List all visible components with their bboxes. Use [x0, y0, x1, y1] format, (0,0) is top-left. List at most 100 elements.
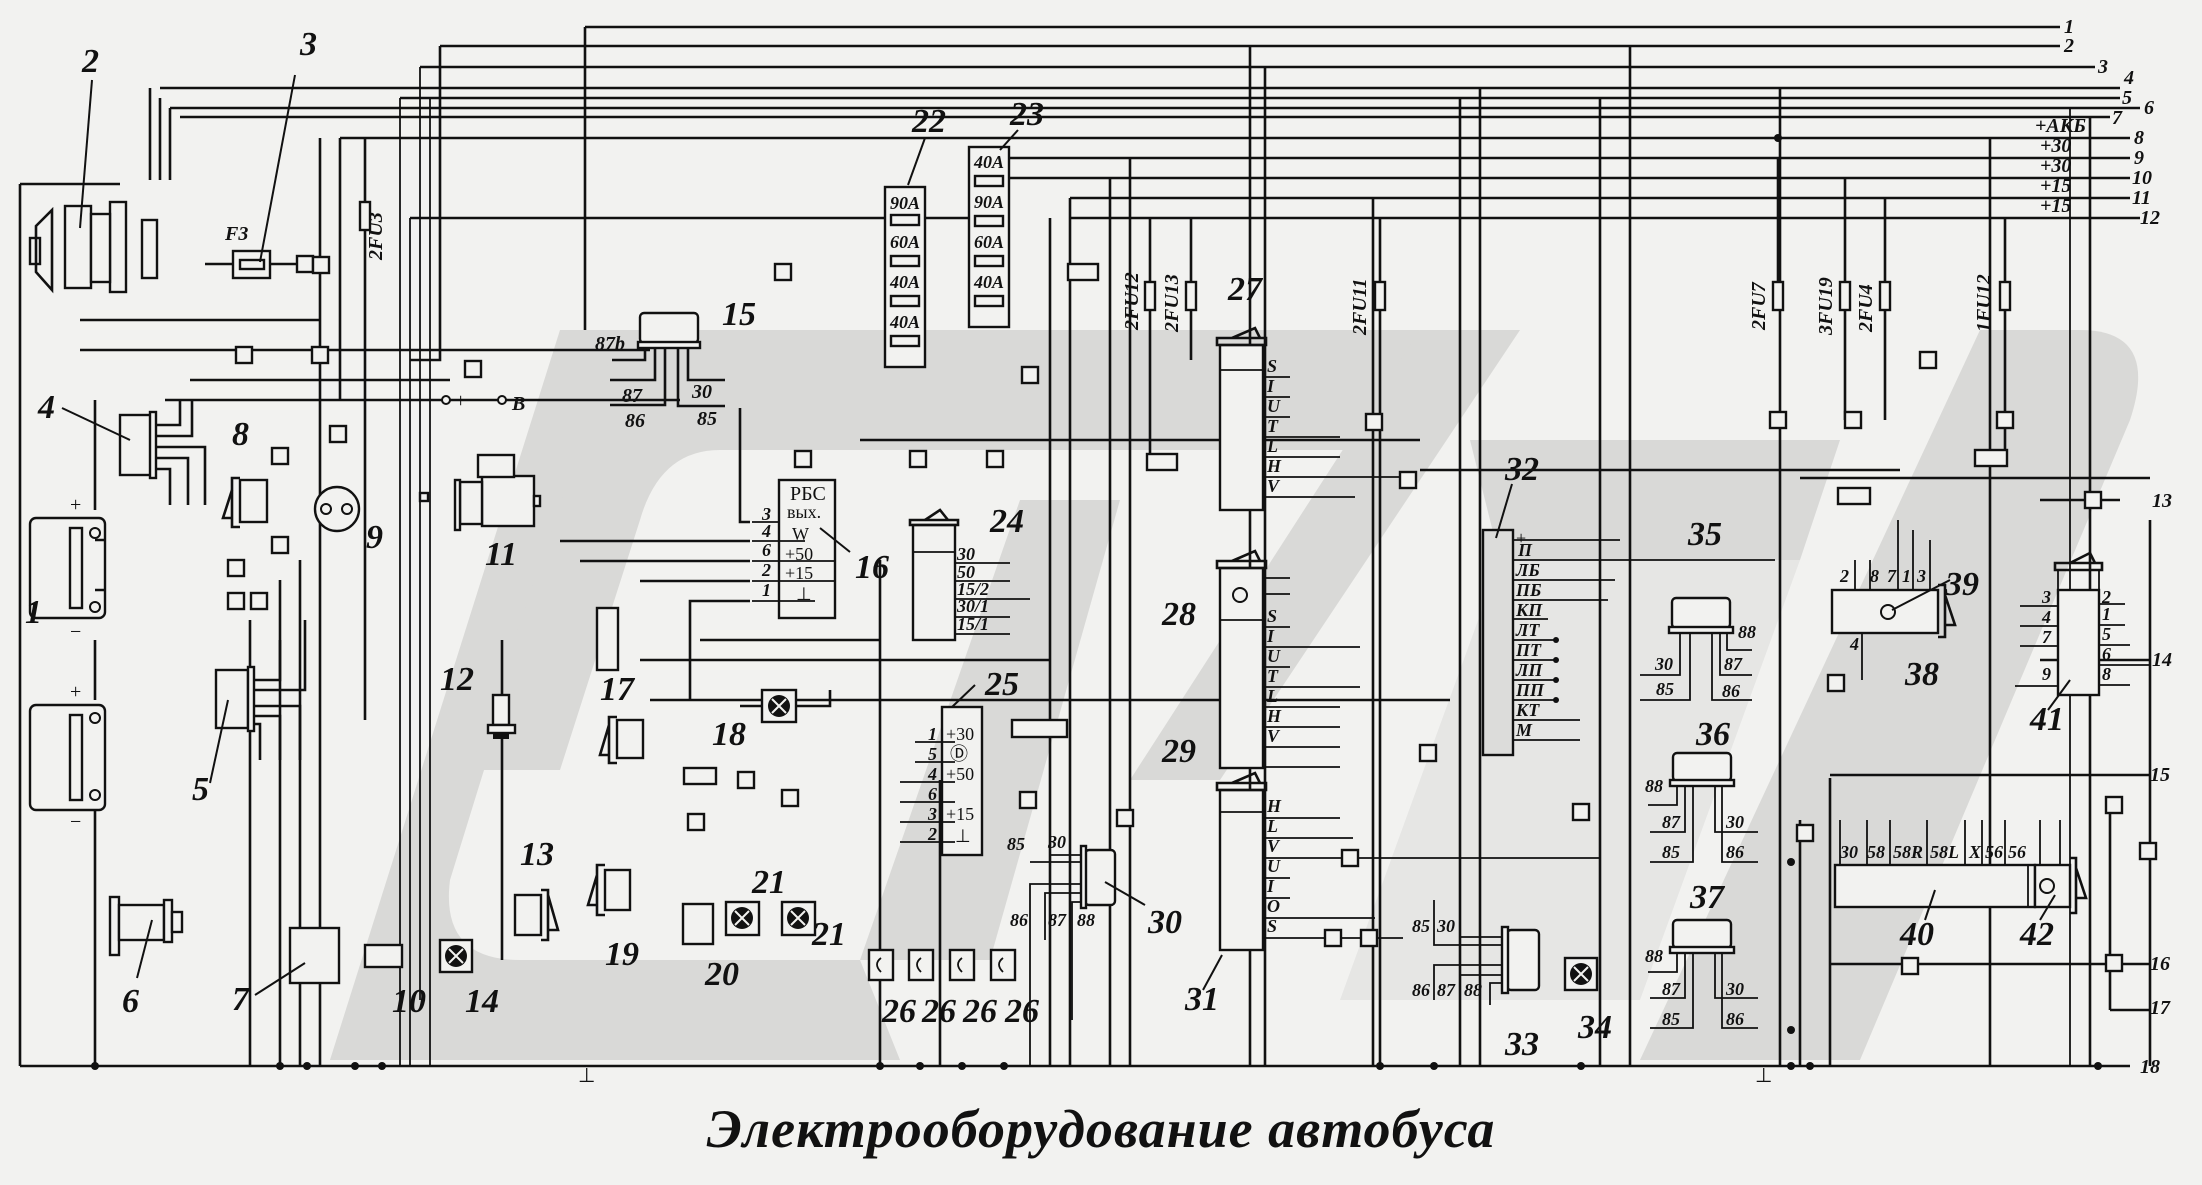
horn-8	[221, 476, 269, 529]
terminal: L	[1266, 816, 1278, 836]
fuse-f3-name: F3	[224, 223, 248, 245]
fuse-rating: 40A	[973, 272, 1004, 292]
label-40: 40	[1899, 916, 1934, 953]
bus-num-16: 16	[2150, 953, 2170, 975]
bus-num-13: 13	[2152, 490, 2172, 512]
bus-num-18: 18	[2140, 1056, 2160, 1078]
switch-block-25: 1 +30 5 Ⓓ 4 +50 6 3 +15 2 ⊥	[900, 705, 984, 857]
terminal: 2	[2101, 587, 2111, 607]
relay-terminal: 87	[1437, 980, 1456, 1000]
unit-40-terminals: 30 58 58R 58L X 56 56	[1839, 842, 2026, 862]
terminal: 4	[1849, 634, 1859, 654]
bus-line-labels: 1 2 3 4 5 6 7 +АКБ 8 +30 9 +30 10 +15 11…	[2035, 16, 2172, 1078]
label-3: 3	[299, 26, 317, 63]
rbs-header: РБС	[790, 483, 826, 505]
terminal: 58	[1867, 842, 1885, 862]
fuse-block-23-fuses: 40A 90A 60A 40A	[973, 152, 1005, 308]
relay-15-terminal-85: 85	[697, 408, 717, 430]
bus-num-4: 4	[2123, 67, 2134, 89]
label-28: 28	[1161, 596, 1196, 633]
pin-name: +15	[946, 804, 974, 824]
bus-label-11: +15	[2040, 175, 2071, 197]
terminal: V	[1267, 726, 1281, 746]
ign-terminal: 15/2	[957, 579, 989, 599]
terminal: X	[1968, 842, 1982, 862]
rbs-pins: 3 4 W 6 +50 2 +15 1 ⊥	[761, 504, 813, 604]
terminal: L	[1266, 686, 1278, 706]
pin-name: ⊥	[955, 826, 971, 846]
label-34: 34	[1577, 1009, 1612, 1046]
unit-7	[288, 926, 341, 985]
relay-33: 85 30 86 87 88	[1412, 900, 1541, 1005]
fuse-rating: 40A	[889, 312, 920, 332]
terminal: T	[1267, 666, 1279, 686]
relay-terminal: 85	[1656, 679, 1674, 699]
terminal: H	[1266, 706, 1282, 726]
label-20: 20	[704, 956, 739, 993]
bus-num-10: 10	[2132, 167, 2152, 189]
label-42: 42	[2019, 916, 2054, 953]
terminal: I	[1266, 876, 1275, 896]
fuse-2fu11: 2FU11	[1349, 218, 1387, 1066]
terminal: КП	[1515, 600, 1543, 620]
bus-num-3: 3	[2097, 56, 2108, 78]
label-32: 32	[1504, 451, 1539, 488]
switch-26a	[867, 948, 895, 982]
fuse-rating: 40A	[973, 152, 1004, 172]
label-23: 23	[1009, 96, 1044, 133]
fuse-label-2fu11: 2FU11	[1349, 278, 1371, 336]
label-11: 11	[485, 536, 517, 573]
relay-15-terminal-87b: 87b	[595, 333, 625, 355]
relay-terminal: 30	[1436, 916, 1455, 936]
ign-terminal: 50	[957, 562, 975, 582]
label-31: 31	[1184, 981, 1219, 1018]
label-16: 16	[855, 549, 889, 586]
terminal: 1	[2102, 604, 2111, 624]
switch-26d	[989, 948, 1017, 982]
fuse-block-23: 40A 90A 60A 40A	[967, 145, 1011, 329]
switch-27: S I U T L H V	[1215, 326, 1400, 512]
relay-terminal: 30	[1047, 832, 1066, 852]
label-21a: 21	[751, 864, 786, 901]
relay-terminal: 30	[1725, 979, 1744, 999]
bus-label-10: +30	[2040, 155, 2071, 177]
battery-plus-label: +	[70, 681, 81, 703]
relay-terminal: 86	[1412, 980, 1430, 1000]
terminal: H	[1266, 796, 1282, 816]
terminal: V	[1267, 836, 1281, 856]
relay-terminal: 87	[1724, 654, 1743, 674]
fuse-label-2fu4: 2FU4	[1855, 284, 1877, 333]
bus-num-6: 6	[2144, 97, 2154, 119]
terminal: 8	[1870, 566, 1879, 586]
bus-num-14: 14	[2152, 649, 2172, 671]
terminal: ЛБ	[1515, 560, 1540, 580]
bus-num-2: 2	[2063, 35, 2074, 57]
relay-terminal: 86	[1726, 1009, 1744, 1029]
label-38: 38	[1904, 656, 1939, 693]
fuse-label-1fu12: 1FU12	[1973, 274, 1995, 332]
control-unit-32: + П ЛБ ПБ КП ЛТ ПТ ЛП ПП КТ М	[1481, 528, 1775, 757]
label-21b: 21	[811, 916, 846, 953]
unit-40: 30 58 58R 58L X 56 56	[1833, 820, 2088, 915]
relay-30: 30 85 86 87 88	[1007, 832, 1117, 1066]
fuse-f3	[205, 249, 320, 280]
label-12: 12	[440, 661, 474, 698]
generator	[28, 200, 159, 294]
pin-num: 4	[927, 764, 937, 784]
terminal: U	[1267, 646, 1281, 666]
label-9: 9	[366, 519, 383, 556]
fuse-label-3fu19: 3FU19	[1815, 277, 1837, 336]
label-7: 7	[232, 981, 251, 1018]
relay-terminal: 85	[1007, 834, 1025, 854]
label-19: 19	[605, 936, 639, 973]
ign-terminal: 30/1	[956, 596, 989, 616]
fuse-rating: 90A	[974, 192, 1004, 212]
rbs-pin-num: 1	[762, 580, 771, 600]
relay-15: 87b 87 86 30 85	[595, 311, 725, 432]
pin-num: 5	[928, 744, 937, 764]
fuse-block-22: 90A 60A 40A 40A	[883, 185, 927, 369]
rbs-pin-num: 3	[761, 504, 771, 524]
fuse-1fu12: 1FU12	[1973, 218, 2012, 460]
terminal: КТ	[1515, 700, 1540, 720]
